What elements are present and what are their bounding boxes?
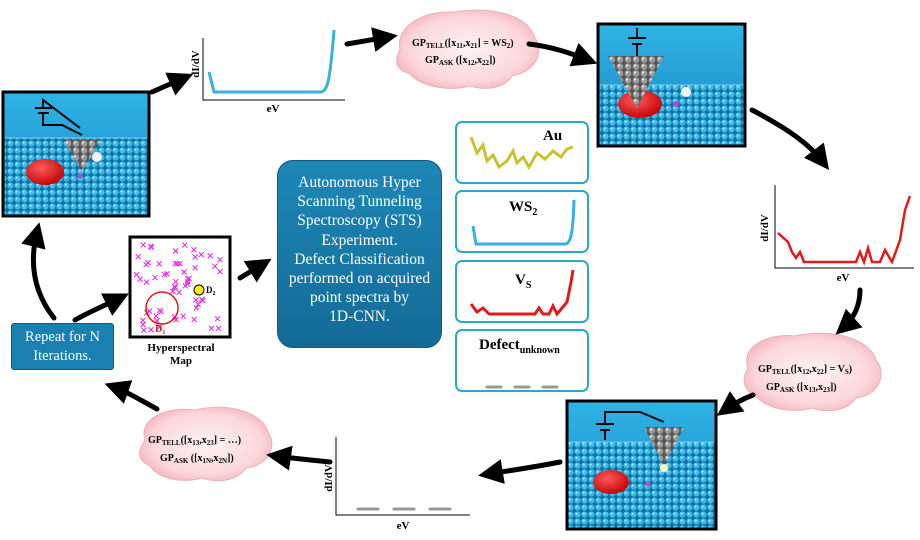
spectrum-marker (193, 304, 200, 311)
spectrum-marker (152, 274, 158, 281)
spectrum-marker (195, 301, 202, 308)
spectrum-marker (192, 264, 199, 271)
spectrum-marker (211, 263, 218, 270)
spectrum-marker (170, 288, 176, 295)
svg-text:GPTELL([x11,x21] = WS2): GPTELL([x11,x21] = WS2) (412, 38, 514, 50)
caption-line: Map (170, 355, 192, 367)
spectrum-marker (181, 242, 188, 249)
spectrum-marker (186, 275, 192, 282)
hyperspectral-caption: Hyperspectral Map (131, 342, 231, 368)
repeat-iterations-box: Repeat for N Iterations. (11, 323, 114, 370)
spectrum-marker (192, 254, 199, 260)
svg-text:GPASK ([x12,x22]): GPASK ([x12,x22]) (425, 55, 496, 67)
spectrum-marker (198, 251, 205, 258)
class-card-unknown: Defectunknown (455, 329, 589, 392)
point-d2 (193, 284, 205, 296)
class-card-vs: VS (455, 260, 589, 323)
plot-xlabel: eV (267, 103, 280, 115)
stm-panel-top-right (596, 22, 747, 148)
spectrum-marker (172, 248, 179, 254)
spectrum-marker (156, 260, 163, 267)
class-label-ws2: WS2 (509, 199, 538, 218)
defect-blob (26, 159, 64, 185)
repeat-line: Iterations. (33, 348, 92, 364)
spectrum-marker (190, 246, 197, 253)
spectrum-marker (176, 260, 183, 267)
spectrum-marker (174, 260, 181, 267)
spectrum-marker (181, 269, 188, 275)
class-label-unknown: Defectunknown (479, 337, 560, 356)
brain-gp-right: GPTELL([x12,x22] = VS) GPASK ([x13,x23]) (743, 332, 882, 412)
plot-unknown-bottom: dI/dV eV (323, 437, 470, 532)
center-line: point spectra by (309, 289, 409, 307)
class-label-vs: VS (515, 272, 532, 291)
plot-xlabel: eV (397, 520, 410, 532)
spectrum-marker (143, 279, 150, 285)
center-line: Experiment. (321, 231, 398, 249)
svg-text:GPASK ([x13,x23]): GPASK ([x13,x23]) (766, 382, 837, 394)
spectrum-marker (184, 281, 191, 288)
spectrum-marker (147, 243, 154, 250)
svg-text:D1: D1 (155, 324, 165, 336)
spectrum-marker (172, 260, 179, 267)
plot-ylabel: dI/dV (323, 464, 335, 492)
spectrum-marker (161, 271, 168, 278)
brain-gp-left: GPTELL([x13,x23] = …) GPASK ([x1N,x2N]) (139, 406, 273, 482)
spectrum-marker (191, 316, 197, 323)
plot-ylabel: dI/dV (190, 50, 202, 78)
spectrum-marker (214, 315, 221, 322)
spectrum-marker (153, 313, 160, 319)
spectrum-marker (207, 252, 214, 259)
plot-ws2-top: dI/dV eV (190, 29, 345, 115)
svg-text:GPTELL([x13,x23] = …): GPTELL([x13,x23] = …) (148, 435, 241, 447)
spectrum-marker (208, 325, 215, 332)
spectrum-marker (156, 324, 163, 331)
spectrum-marker (171, 283, 178, 290)
plot-xlabel: eV (837, 272, 850, 284)
class-card-ws2: WS2 (455, 190, 589, 253)
class-label-au: Au (543, 128, 563, 144)
spectrum-marker (172, 278, 179, 285)
spectrum-marker (193, 297, 199, 303)
center-line: Autonomous Hyper (298, 174, 421, 191)
svg-text:D2: D2 (206, 285, 216, 297)
class-card-au: Au (455, 121, 589, 184)
hyperspectral-map: D1 D2 (128, 235, 232, 339)
stm-panel-left (1, 90, 151, 218)
center-line: Defect Classification (294, 250, 425, 268)
spectrum-marker (217, 268, 223, 275)
stm-tip (64, 140, 100, 172)
spectrum-marker (176, 289, 183, 296)
center-description-box: Autonomous Hyper Scanning Tunneling Spec… (277, 160, 442, 348)
spectrum-marker (217, 256, 223, 263)
caption-line: Hyperspectral (147, 342, 215, 354)
brain-gp-top: GPTELL([x11,x21] = WS2) GPASK ([x12,x22]… (396, 9, 540, 89)
flow-arrows (21, 27, 863, 484)
cluster-d1 (145, 291, 179, 325)
svg-text:GPTELL([x12,x22] = VS): GPTELL([x12,x22] = VS) (758, 364, 852, 376)
plot-vs-right: dI/dV eV (759, 185, 914, 284)
spectrum-marker (133, 271, 140, 278)
center-line: 1D-CNN. (329, 308, 390, 326)
svg-text:GPASK ([x1N,x2N]): GPASK ([x1N,x2N]) (160, 453, 234, 465)
spectrum-marker (148, 326, 154, 333)
spectrum-marker (156, 307, 163, 314)
spectrum-marker (140, 241, 147, 248)
spectrum-marker (140, 327, 147, 334)
spectrum-marker (145, 259, 151, 266)
spectrum-marker (137, 276, 144, 283)
center-line: Scanning Tunneling (297, 193, 422, 211)
spectrum-marker (180, 313, 187, 319)
spectrum-marker (215, 325, 222, 332)
stm-panel-bottom-right (565, 399, 718, 531)
spectrum-marker (135, 253, 142, 260)
spectrum-marker (198, 296, 205, 303)
plot-ylabel: dI/dV (759, 214, 771, 242)
spectrum-marker (140, 321, 146, 328)
repeat-line: Repeat for N (25, 329, 100, 345)
spectra-markers (133, 241, 223, 334)
center-line: Spectroscopy (STS) (297, 212, 422, 230)
center-line: performed on acquired (288, 270, 431, 288)
